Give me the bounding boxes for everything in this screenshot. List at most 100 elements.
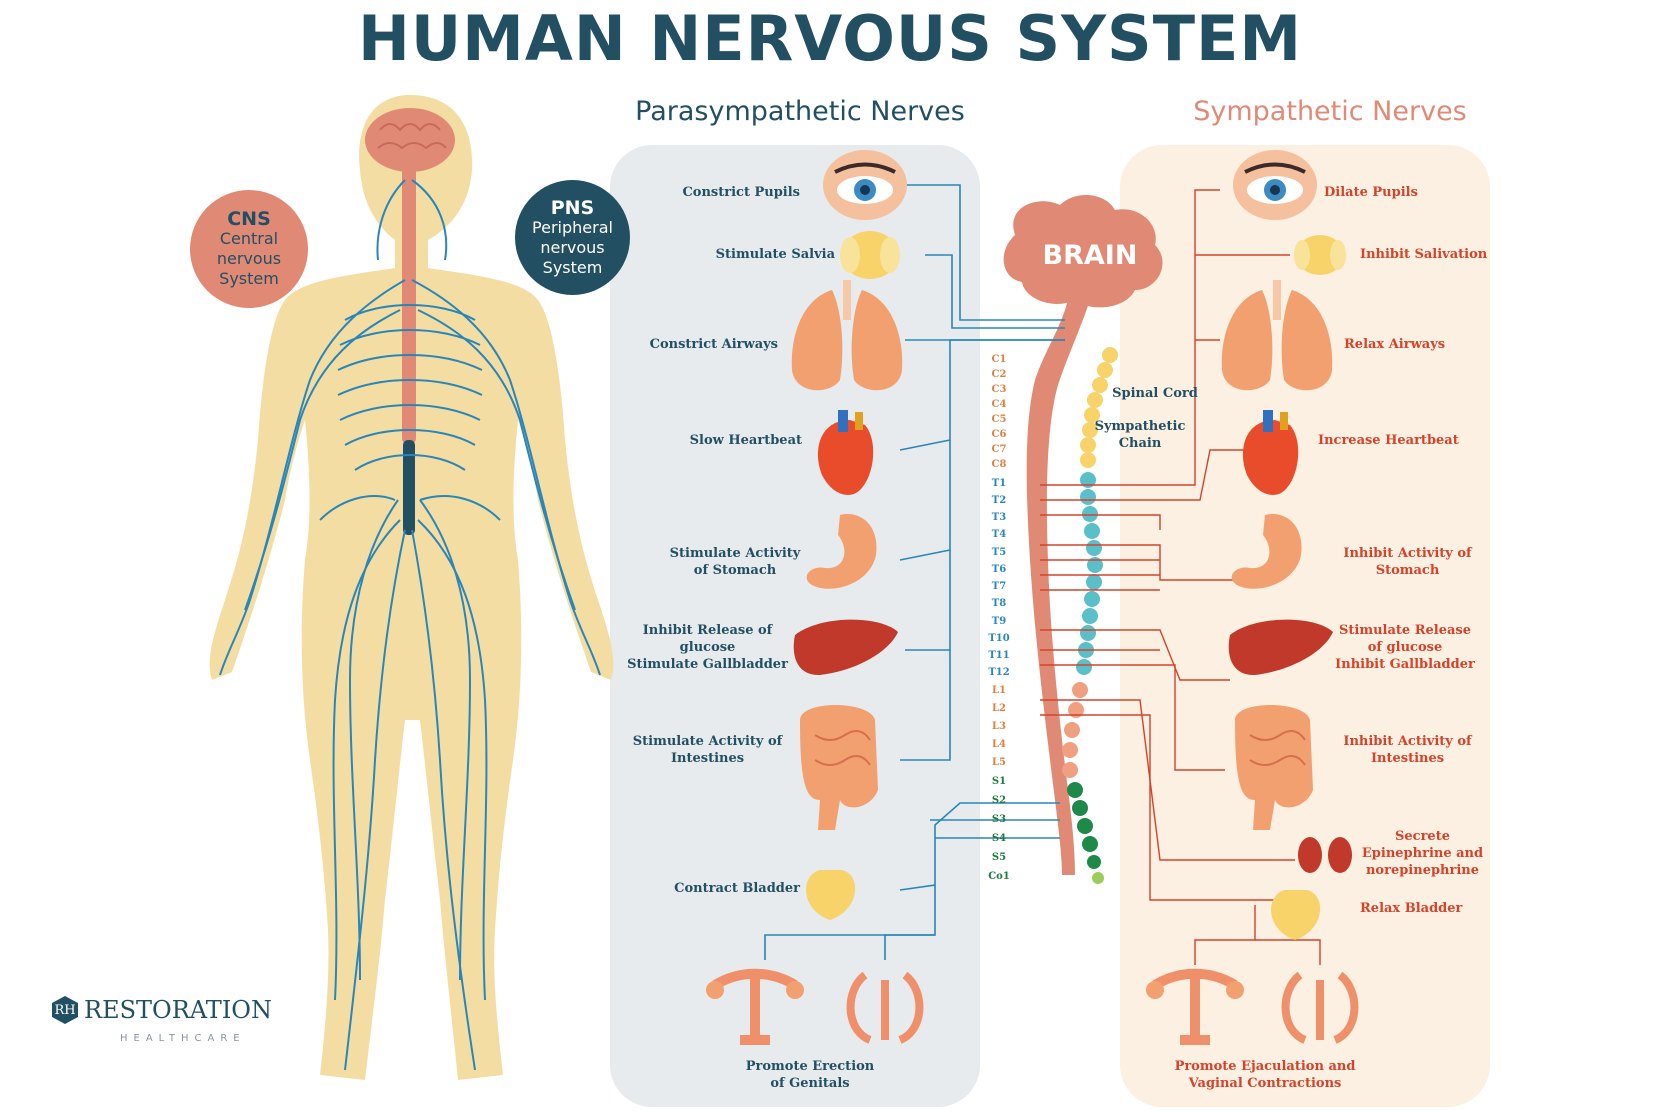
para-genitals-label: Promote Erection of Genitals xyxy=(735,1058,885,1092)
liver-icon-symp xyxy=(1229,620,1333,675)
logo-name: RESTORATION xyxy=(84,996,272,1024)
symp-adrenal-line1: Secrete xyxy=(1355,828,1490,845)
vertebra-label: L2 xyxy=(982,703,1016,714)
cns-badge: CNS Central nervous System xyxy=(190,190,308,308)
symp-pupils-label: Dilate Pupils xyxy=(1324,184,1474,201)
logo-subtitle: HEALTHCARE xyxy=(120,1033,246,1044)
symp-glucose-line1: Stimulate Release xyxy=(1325,622,1485,639)
restoration-logo: RH RESTORATION xyxy=(52,996,272,1024)
intestines-icon-para xyxy=(800,705,878,830)
pns-badge: PNS Peripheral nervous System xyxy=(515,180,630,295)
symp-genitals-line2: Vaginal Contractions xyxy=(1160,1075,1370,1092)
vertebra-label: T9 xyxy=(982,616,1016,627)
cns-line2: nervous xyxy=(217,249,281,269)
logo-badge-icon: RH xyxy=(52,996,78,1024)
para-genitals-line1: Promote Erection xyxy=(735,1058,885,1075)
pns-abbr: PNS xyxy=(551,198,595,218)
vertebra-label: S1 xyxy=(982,776,1016,787)
female-reproductive-icon-symp xyxy=(1146,974,1244,1040)
symp-intestines-line1: Inhibit Activity of xyxy=(1330,733,1485,750)
para-airways-label: Constrict Airways xyxy=(620,336,778,353)
vertebra-label: T4 xyxy=(982,529,1016,540)
male-reproductive-icon-para xyxy=(851,975,920,1040)
sympathetic-chain-line1: Sympathetic xyxy=(1085,418,1195,435)
cns-line3: System xyxy=(219,269,279,289)
lungs-icon-para xyxy=(792,280,902,390)
vertebra-label: S2 xyxy=(982,795,1016,806)
para-pupils-label: Constrict Pupils xyxy=(620,184,800,201)
vertebra-label: L5 xyxy=(982,757,1016,768)
sympathetic-chain-label: Sympathetic Chain xyxy=(1085,418,1195,452)
symp-adrenal-line3: norepinephrine xyxy=(1355,862,1490,879)
vertebra-label: S4 xyxy=(982,833,1016,844)
sympathetic-chain-line2: Chain xyxy=(1085,435,1195,452)
stomach-icon-para xyxy=(807,514,877,589)
cns-abbr: CNS xyxy=(227,209,271,229)
vertebra-label: L3 xyxy=(982,721,1016,732)
vertebra-label: T11 xyxy=(982,650,1016,661)
symp-stomach-label: Inhibit Activity of Stomach xyxy=(1330,545,1485,579)
symp-airways-label: Relax Airways xyxy=(1344,336,1484,353)
stomach-icon-symp xyxy=(1232,514,1302,589)
para-intestines-line1: Stimulate Activity of xyxy=(625,733,790,750)
symp-genitals-line1: Promote Ejaculation and xyxy=(1160,1058,1370,1075)
vertebra-label: S3 xyxy=(982,814,1016,825)
para-intestines-label: Stimulate Activity of Intestines xyxy=(625,733,790,767)
eye-icon-para xyxy=(823,150,907,220)
para-glucose-line3: Stimulate Gallbladder xyxy=(625,656,790,673)
vertebra-label: C1 xyxy=(982,354,1016,365)
para-heart-label: Slow Heartbeat xyxy=(620,432,802,449)
bladder-icon-para xyxy=(806,870,855,920)
vertebra-label: T6 xyxy=(982,564,1016,575)
vertebra-label: Co1 xyxy=(982,871,1016,882)
vertebra-label: T3 xyxy=(982,512,1016,523)
symp-glucose-line3: Inhibit Gallbladder xyxy=(1325,656,1485,673)
vertebra-label: T2 xyxy=(982,495,1016,506)
salivary-gland-icon-para xyxy=(840,231,900,279)
para-glucose-line1: Inhibit Release of xyxy=(625,622,790,639)
vertebra-label: S5 xyxy=(982,852,1016,863)
brain-label: BRAIN xyxy=(1010,240,1170,271)
vertebra-label: T1 xyxy=(982,478,1016,489)
vertebra-label: T5 xyxy=(982,547,1016,558)
vertebra-label: C4 xyxy=(982,399,1016,410)
heart-icon-para xyxy=(818,410,873,495)
pns-line3: System xyxy=(543,258,603,278)
liver-icon-para xyxy=(794,620,898,675)
vertebra-label: C3 xyxy=(982,384,1016,395)
heart-icon-symp xyxy=(1243,410,1298,495)
symp-stomach-line2: Stomach xyxy=(1330,562,1485,579)
vertebra-label: C2 xyxy=(982,369,1016,380)
para-stomach-line2: of Stomach xyxy=(660,562,810,579)
symp-stomach-line1: Inhibit Activity of xyxy=(1330,545,1485,562)
salivary-gland-icon-symp xyxy=(1294,235,1346,275)
para-intestines-line2: Intestines xyxy=(625,750,790,767)
para-genitals-line2: of Genitals xyxy=(735,1075,885,1092)
symp-intestines-line2: Intestines xyxy=(1330,750,1485,767)
cns-line1: Central xyxy=(220,229,278,249)
symp-heart-label: Increase Heartbeat xyxy=(1318,432,1483,449)
symp-intestines-label: Inhibit Activity of Intestines xyxy=(1330,733,1485,767)
para-stomach-line1: Stimulate Activity xyxy=(660,545,810,562)
symp-salivation-label: Inhibit Salivation xyxy=(1360,246,1490,263)
symp-bladder-label: Relax Bladder xyxy=(1360,900,1480,917)
vertebra-label: T8 xyxy=(982,598,1016,609)
female-reproductive-icon-para xyxy=(706,974,804,1040)
symp-genitals-label: Promote Ejaculation and Vaginal Contract… xyxy=(1160,1058,1370,1092)
para-stomach-label: Stimulate Activity of Stomach xyxy=(660,545,810,579)
vertebra-label: T12 xyxy=(982,667,1016,678)
symp-glucose-label: Stimulate Release of glucose Inhibit Gal… xyxy=(1325,622,1485,673)
vertebra-label: C6 xyxy=(982,429,1016,440)
symp-adrenal-line2: Epinephrine and xyxy=(1355,845,1490,862)
para-glucose-line2: glucose xyxy=(625,639,790,656)
bladder-icon-symp xyxy=(1271,890,1320,940)
brain-illustration xyxy=(1004,195,1163,875)
lungs-icon-symp xyxy=(1222,280,1332,390)
pns-line1: Peripheral xyxy=(532,218,613,238)
eye-icon-symp xyxy=(1233,150,1317,220)
spinal-cord-label: Spinal Cord xyxy=(1100,385,1210,402)
adrenal-glands-icon-symp xyxy=(1298,837,1352,873)
symp-adrenal-label: Secrete Epinephrine and norepinephrine xyxy=(1355,828,1490,879)
symp-glucose-line2: of glucose xyxy=(1325,639,1485,656)
para-glucose-label: Inhibit Release of glucose Stimulate Gal… xyxy=(625,622,790,673)
